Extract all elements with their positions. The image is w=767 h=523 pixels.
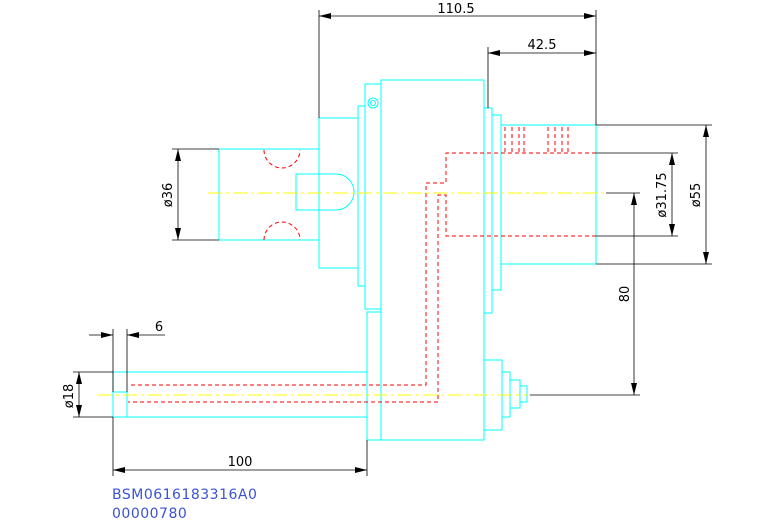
body-cylinder (218, 148, 320, 241)
dim-dia-18: ø18 (62, 384, 77, 409)
lower-housing-tab (366, 311, 382, 441)
hidden-lines (128, 127, 596, 403)
passage-outer (128, 152, 596, 386)
flange-plate (364, 83, 382, 310)
grease-nipple-inner (370, 100, 376, 106)
shank-body (500, 124, 597, 265)
shank-flange-2 (491, 114, 502, 291)
center-lines (98, 192, 606, 396)
tool-tip (112, 391, 128, 418)
flange-ring (357, 105, 366, 287)
main-housing (380, 79, 485, 441)
drive-stub-4 (519, 385, 528, 403)
body-lobe (295, 173, 355, 211)
dim-42-5: 42.5 (528, 38, 557, 53)
dim-80: 80 (618, 286, 633, 303)
dim-110-5: 110.5 (437, 2, 474, 17)
shank-flange-1 (483, 107, 493, 314)
part-number: 00000780 (112, 506, 188, 522)
drive-stub-3 (509, 379, 521, 409)
dim-100: 100 (228, 455, 253, 470)
dim-dia-31-75: ø31.75 (655, 172, 670, 217)
passage-inner (128, 194, 596, 403)
dimensions: 110.5 42.5 ø36 ø55 ø31.75 80 (62, 2, 712, 476)
dim-dia-55: ø55 (689, 183, 704, 208)
bore-arc-bottom (263, 221, 301, 241)
bore-arc-top (263, 149, 301, 169)
part-code: BSM0616183316A0 (112, 487, 258, 503)
dim-6: 6 (155, 320, 163, 335)
grease-nipple (367, 97, 379, 109)
dim-dia-36: ø36 (161, 183, 176, 208)
